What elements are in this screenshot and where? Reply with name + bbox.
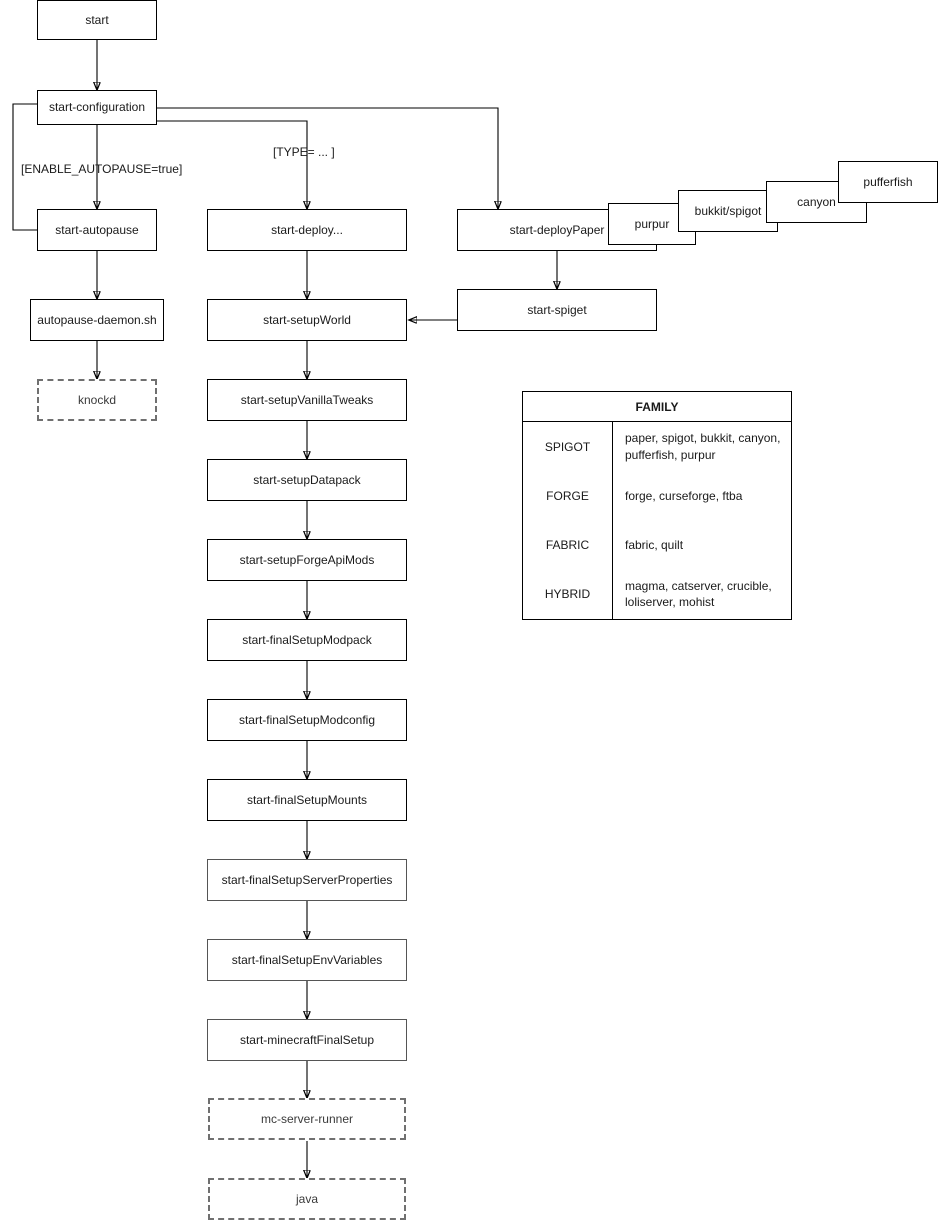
node-mc-server-runner-label: mc-server-runner bbox=[260, 1111, 353, 1126]
node-start-autopause-label: start-autopause bbox=[55, 222, 139, 237]
node-start-setupvanillatweaks-label: start-setupVanillaTweaks bbox=[240, 392, 374, 407]
node-start-finalsetupmounts[interactable]: start-finalSetupMounts bbox=[207, 779, 407, 821]
node-bukkit-spigot-label: bukkit/spigot bbox=[694, 203, 762, 218]
family-legend-values-fabric: fabric, quilt bbox=[625, 538, 684, 553]
family-legend-family-spigot: SPIGOT bbox=[544, 439, 591, 454]
node-bukkit-spigot[interactable]: bukkit/spigot bbox=[678, 190, 778, 232]
node-knockd[interactable]: knockd bbox=[37, 379, 157, 421]
family-legend-column-family: SPIGOT FORGE FABRIC HYBRID bbox=[523, 422, 613, 619]
node-start-spiget-label: start-spiget bbox=[527, 302, 587, 317]
node-start-finalsetupserverproperties-label: start-finalSetupServerProperties bbox=[221, 872, 393, 887]
node-start-setupdatapack-label: start-setupDatapack bbox=[253, 472, 361, 487]
node-knockd-label: knockd bbox=[77, 392, 117, 407]
node-start-setupworld-label: start-setupWorld bbox=[263, 312, 351, 327]
family-legend-title: FAMILY bbox=[523, 392, 791, 422]
node-start-spiget[interactable]: start-spiget bbox=[457, 289, 657, 331]
node-start-finalsetupserverproperties[interactable]: start-finalSetupServerProperties bbox=[207, 859, 407, 901]
node-start-setupworld[interactable]: start-setupWorld bbox=[207, 299, 407, 341]
node-start[interactable]: start bbox=[37, 0, 157, 40]
node-start-finalsetupmodpack[interactable]: start-finalSetupModpack bbox=[207, 619, 407, 661]
family-legend-values-hybrid: magma, catserver, crucible, loliserver, … bbox=[625, 579, 772, 610]
family-legend-column-values: paper, spigot, bukkit, canyon, pufferfis… bbox=[613, 422, 791, 619]
node-pufferfish-label: pufferfish bbox=[863, 174, 913, 189]
family-legend-body: SPIGOT FORGE FABRIC HYBRID paper, spigot… bbox=[523, 422, 791, 619]
node-start-finalsetupmodconfig[interactable]: start-finalSetupModconfig bbox=[207, 699, 407, 741]
node-start-setupdatapack[interactable]: start-setupDatapack bbox=[207, 459, 407, 501]
node-autopause-daemon[interactable]: autopause-daemon.sh bbox=[30, 299, 164, 341]
family-legend-values-forge: forge, curseforge, ftba bbox=[625, 488, 743, 503]
node-start-autopause[interactable]: start-autopause bbox=[37, 209, 157, 251]
node-start-setupforgeapimods[interactable]: start-setupForgeApiMods bbox=[207, 539, 407, 581]
node-start-setupforgeapimods-label: start-setupForgeApiMods bbox=[239, 552, 375, 567]
family-legend-values-spigot: paper, spigot, bukkit, canyon, pufferfis… bbox=[625, 431, 781, 462]
node-start-deploypaper-label: start-deployPaper bbox=[509, 222, 605, 237]
node-start-minecraftfinalsetup[interactable]: start-minecraftFinalSetup bbox=[207, 1019, 407, 1061]
node-start-deploy-label: start-deploy... bbox=[271, 222, 343, 237]
node-java-label: java bbox=[295, 1191, 318, 1206]
node-autopause-daemon-label: autopause-daemon.sh bbox=[37, 312, 157, 327]
node-start-finalsetupenvvariables[interactable]: start-finalSetupEnvVariables bbox=[207, 939, 407, 981]
node-start-configuration-label: start-configuration bbox=[48, 100, 146, 115]
node-start-configuration[interactable]: start-configuration bbox=[37, 90, 157, 125]
node-canyon-label: canyon bbox=[797, 194, 836, 209]
edge-label-type: [TYPE= ... ] bbox=[273, 145, 335, 159]
node-pufferfish[interactable]: pufferfish bbox=[838, 161, 938, 203]
node-purpur-label: purpur bbox=[634, 216, 670, 231]
node-start-label: start bbox=[85, 12, 109, 27]
node-start-minecraftfinalsetup-label: start-minecraftFinalSetup bbox=[239, 1032, 375, 1047]
node-start-deploy[interactable]: start-deploy... bbox=[207, 209, 407, 251]
node-start-setupvanillatweaks[interactable]: start-setupVanillaTweaks bbox=[207, 379, 407, 421]
node-start-finalsetupmodconfig-label: start-finalSetupModconfig bbox=[238, 712, 376, 727]
family-legend-family-fabric: FABRIC bbox=[545, 538, 590, 553]
node-mc-server-runner[interactable]: mc-server-runner bbox=[208, 1098, 406, 1140]
node-java[interactable]: java bbox=[208, 1178, 406, 1220]
edge-label-enable-autopause: [ENABLE_AUTOPAUSE=true] bbox=[21, 162, 183, 176]
family-legend-family-hybrid: HYBRID bbox=[544, 587, 591, 602]
family-legend-family-forge: FORGE bbox=[546, 488, 589, 503]
node-start-finalsetupmounts-label: start-finalSetupMounts bbox=[246, 792, 368, 807]
family-legend-table: FAMILY SPIGOT FORGE FABRIC HYBRID paper,… bbox=[522, 391, 792, 620]
node-start-finalsetupmodpack-label: start-finalSetupModpack bbox=[242, 632, 372, 647]
node-start-finalsetupenvvariables-label: start-finalSetupEnvVariables bbox=[231, 952, 383, 967]
